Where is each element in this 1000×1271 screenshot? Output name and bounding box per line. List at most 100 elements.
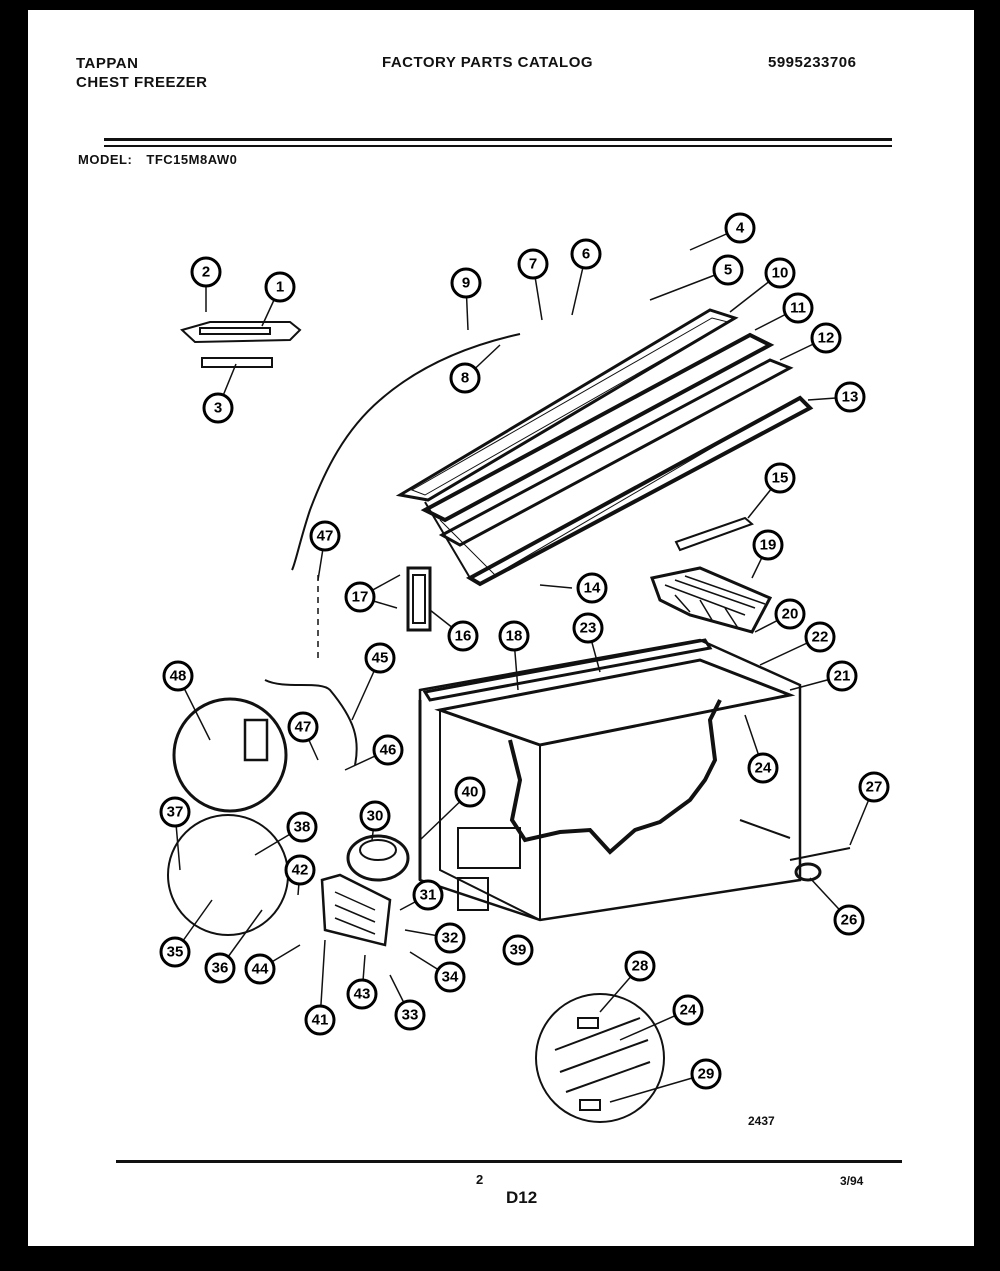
inset-circle-outlet: [172, 697, 288, 813]
callout-43: 43: [346, 978, 378, 1010]
callout-39: 39: [502, 934, 534, 966]
callout-label: 34: [442, 969, 459, 986]
callout-label: 10: [772, 265, 789, 282]
callout-label: 26: [841, 912, 858, 929]
callout-label: 6: [582, 246, 590, 263]
callout-label: 17: [352, 589, 369, 606]
callout-1: 1: [264, 271, 296, 303]
callout-8: 8: [449, 362, 481, 394]
callout-36: 36: [204, 952, 236, 984]
callout-17: 17: [344, 581, 376, 613]
callout-6: 6: [570, 238, 602, 270]
callout-3: 3: [202, 392, 234, 424]
callout-29: 29: [690, 1058, 722, 1090]
callout-label: 35: [167, 944, 184, 961]
callout-label: 20: [782, 606, 799, 623]
callout-label: 11: [790, 300, 806, 317]
callout-31: 31: [412, 879, 444, 911]
callout-40: 40: [454, 776, 486, 808]
catalog-number: 5995233706: [768, 54, 857, 71]
callout-label: 33: [402, 1007, 419, 1024]
inset-circle-drain: [535, 993, 665, 1123]
callout-label: 30: [367, 808, 384, 825]
header-rule-bottom: [104, 145, 892, 147]
callout-47: 47: [287, 711, 319, 743]
section-code: D12: [506, 1188, 538, 1207]
callout-13: 13: [834, 381, 866, 413]
compressor: [346, 834, 410, 882]
footer-rule: [116, 1160, 902, 1163]
callout-label: 42: [292, 862, 309, 879]
lid-assembly: [395, 308, 814, 587]
callout-label: 2: [202, 264, 210, 281]
callout-label: 39: [510, 942, 527, 959]
callout-label: 5: [724, 262, 732, 279]
callout-label: 14: [584, 580, 601, 597]
revision-date: 3/94: [840, 1174, 864, 1188]
callout-30: 30: [359, 800, 391, 832]
brand-block: TAPPAN CHEST FREEZER: [76, 54, 208, 92]
callout-20: 20: [774, 598, 806, 630]
callout-7: 7: [517, 248, 549, 280]
callout-46: 46: [372, 734, 404, 766]
callout-37: 37: [159, 796, 191, 828]
basket: [649, 566, 773, 634]
model-label: MODEL:: [78, 152, 133, 167]
callout-38: 38: [286, 811, 318, 843]
callout-28: 28: [624, 950, 656, 982]
callout-label: 46: [380, 742, 397, 759]
callout-26: 26: [833, 904, 865, 936]
lid-handle: [180, 321, 302, 368]
callout-label: 18: [506, 628, 523, 645]
callout-label: 31: [420, 887, 437, 904]
callout-9: 9: [450, 267, 482, 299]
callout-label: 41: [312, 1012, 329, 1029]
callout-label: 22: [812, 629, 829, 646]
callout-label: 32: [442, 930, 459, 947]
callout-label: 48: [170, 668, 187, 685]
callout-label: 24: [755, 760, 772, 777]
callout-label: 7: [529, 256, 537, 273]
callout-label: 47: [317, 528, 334, 545]
callout-label: 28: [632, 958, 649, 975]
callout-23: 23: [572, 612, 604, 644]
callout-label: 37: [167, 804, 184, 821]
callout-label: 44: [252, 961, 269, 978]
divider: [674, 516, 754, 552]
callout-label: 9: [462, 275, 470, 292]
wiring-harness: [264, 679, 358, 766]
callout-label: 19: [760, 537, 777, 554]
callout-15: 15: [764, 462, 796, 494]
callout-label: 23: [580, 620, 597, 637]
product-name: CHEST FREEZER: [76, 74, 208, 91]
callout-label: 13: [842, 389, 859, 406]
callout-label: 43: [354, 986, 371, 1003]
callout-45: 45: [364, 642, 396, 674]
callout-5: 5: [712, 254, 744, 286]
callout-16: 16: [447, 620, 479, 652]
callout-27: 27: [858, 771, 890, 803]
callout-22: 22: [804, 621, 836, 653]
drain-tube: [739, 819, 851, 861]
callout-32: 32: [434, 922, 466, 954]
header-rule-top: [104, 138, 892, 141]
callout-42: 42: [284, 854, 316, 886]
callout-18: 18: [498, 620, 530, 652]
callout-34: 34: [434, 961, 466, 993]
callout-label: 27: [866, 779, 883, 796]
callout-4: 4: [724, 212, 756, 244]
power-cord: [291, 333, 521, 571]
callout-19: 19: [752, 529, 784, 561]
callout-44: 44: [244, 953, 276, 985]
callout-label: 3: [214, 400, 222, 417]
model-number: TFC15M8AW0: [146, 152, 238, 167]
callout-24: 24: [672, 994, 704, 1026]
callout-48: 48: [162, 660, 194, 692]
callout-35: 35: [159, 936, 191, 968]
control-panel: [320, 873, 392, 947]
callout-label: 40: [462, 784, 479, 801]
callout-24: 24: [747, 752, 779, 784]
callout-label: 38: [294, 819, 311, 836]
callout-label: 12: [818, 330, 835, 347]
